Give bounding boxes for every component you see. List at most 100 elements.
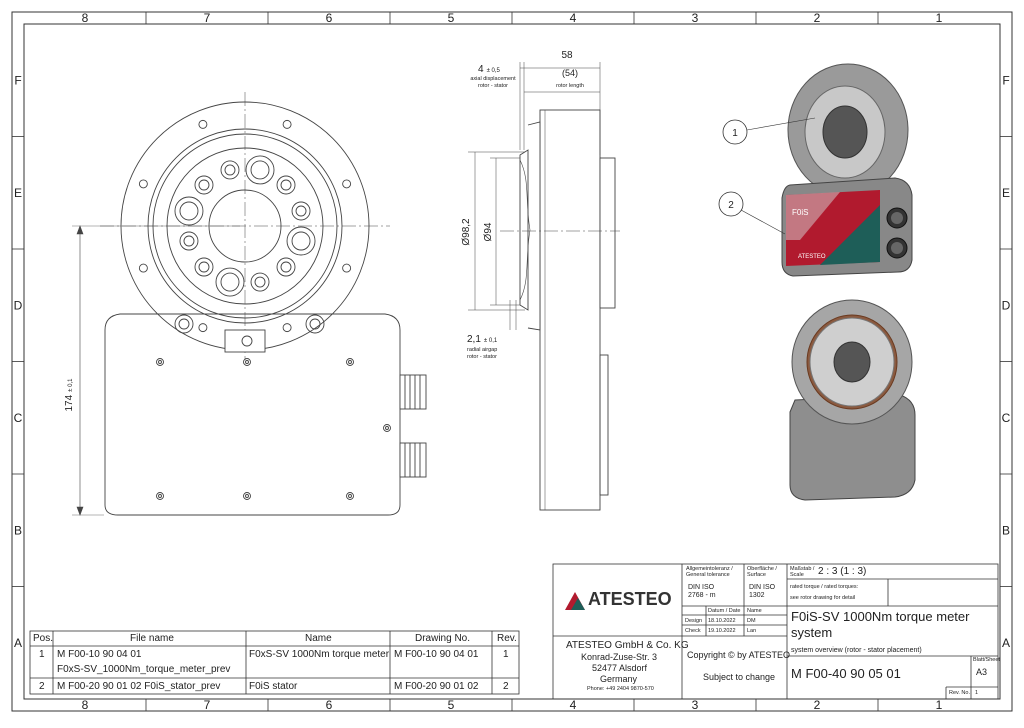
height-dim-label: 174± 0,1 bbox=[64, 378, 75, 412]
gen-tol-val-1: DIN ISO bbox=[688, 584, 715, 591]
zone-letter-right: C bbox=[1002, 411, 1011, 425]
zone-number-bottom: 2 bbox=[814, 698, 821, 712]
gen-tol-val-2: 2768 - m bbox=[688, 592, 716, 599]
zone-number-bottom: 8 bbox=[82, 698, 89, 712]
svg-text:1: 1 bbox=[732, 128, 738, 139]
note-1: rated torque / rated torques: bbox=[790, 584, 859, 590]
zone-letter-left: D bbox=[14, 298, 23, 312]
surface-label-2: Surface bbox=[747, 572, 766, 578]
gen-tol-label-2: General tolerance bbox=[686, 572, 730, 578]
atesteo-logo-mark bbox=[565, 592, 585, 610]
height-dimension bbox=[72, 225, 240, 516]
zone-letter-left: B bbox=[14, 523, 22, 537]
check-label: Check bbox=[685, 628, 701, 634]
zone-letter-right: F bbox=[1002, 73, 1009, 87]
zone-letter-right: B bbox=[1002, 523, 1010, 537]
zone-number-top: 1 bbox=[936, 11, 943, 25]
zone-number-bottom: 5 bbox=[448, 698, 455, 712]
zone-letter-left: A bbox=[14, 636, 22, 650]
check-date: 19.10.2022 bbox=[708, 628, 736, 634]
bom-row2-name: F0iS stator bbox=[249, 681, 298, 692]
connector-bottom bbox=[399, 442, 427, 478]
subject-to-change: Subject to change bbox=[703, 672, 776, 682]
zone-number-top: 2 bbox=[814, 11, 821, 25]
copyright-text: Copyright © by ATESTEO bbox=[687, 650, 790, 660]
zone-number-top: 3 bbox=[692, 11, 699, 25]
zone-number-top: 4 bbox=[570, 11, 577, 25]
gen-tol-label-1: Allgemeintoleranz / bbox=[686, 566, 733, 572]
drawing-subtitle: system overview (rotor - stator placemen… bbox=[791, 647, 922, 654]
bom-header-file: File name bbox=[130, 633, 174, 644]
zone-number-bottom: 1 bbox=[936, 698, 943, 712]
company-city: 52477 Alsdorf bbox=[592, 663, 648, 673]
company-name: ATESTEO GmbH & Co. KG bbox=[566, 640, 689, 651]
rev-value: 1 bbox=[975, 690, 979, 696]
bom-row1-file1: M F00-10 90 04 01 bbox=[57, 649, 142, 660]
iso-view-top: F0iS ATESTEO bbox=[781, 63, 913, 277]
axial-label-2: rotor - stator bbox=[478, 83, 508, 89]
bom-row2-rev: 2 bbox=[503, 681, 509, 692]
bom-header-drawing: Drawing No. bbox=[415, 633, 471, 644]
callout-1: 1 bbox=[722, 117, 816, 145]
zone-letter-right: E bbox=[1002, 186, 1010, 200]
radial-dim: 2,1± 0,1 bbox=[467, 334, 498, 345]
design-label: Design bbox=[685, 618, 703, 624]
rev-label: Rev. No. bbox=[949, 690, 970, 696]
design-date: 18.10.2022 bbox=[708, 618, 736, 624]
axial-dim: 4± 0,5 bbox=[478, 64, 501, 75]
zone-number-top: 8 bbox=[82, 11, 89, 25]
zone-number-bottom: 4 bbox=[570, 698, 577, 712]
bom-header-name: Name bbox=[305, 633, 332, 644]
bom-row1-drawing: M F00-10 90 04 01 bbox=[394, 649, 479, 660]
note-2: see rotor drawing for detail bbox=[790, 595, 856, 601]
surface-val-2: 1302 bbox=[749, 592, 765, 599]
scale-label-1: Maßstab / bbox=[790, 566, 815, 572]
surface-val-1: DIN ISO bbox=[749, 584, 776, 591]
bom-header-rev: Rev. bbox=[497, 633, 517, 644]
bom-row1-rev: 1 bbox=[503, 649, 509, 660]
diameter-98-label: Ø98,2 bbox=[461, 218, 472, 246]
zone-number-top: 6 bbox=[326, 11, 333, 25]
sheet-size: A3 bbox=[976, 667, 988, 677]
bom-row2-pos: 2 bbox=[39, 681, 45, 692]
design-name: DM bbox=[747, 618, 756, 624]
svg-text:2: 2 bbox=[728, 200, 734, 211]
zone-letter-left: C bbox=[14, 411, 23, 425]
drawing-number: M F00-40 90 05 01 bbox=[791, 666, 901, 681]
zone-letter-right: A bbox=[1002, 636, 1010, 650]
bom-header-pos: Pos. bbox=[33, 633, 54, 644]
drawing-title-line-2: system bbox=[791, 625, 833, 640]
company-phone: Phone: +49 2404 9870-570 bbox=[587, 686, 654, 692]
radial-label-2: rotor - stator bbox=[467, 354, 497, 360]
zone-number-top: 7 bbox=[204, 11, 211, 25]
bom-row2-drawing: M F00-20 90 01 02 bbox=[394, 681, 479, 692]
company-street: Konrad-Zuse-Str. 3 bbox=[581, 652, 658, 662]
company-country: Germany bbox=[600, 674, 638, 684]
zone-number-top: 5 bbox=[448, 11, 455, 25]
diameter-94-label: Ø94 bbox=[483, 222, 494, 241]
bom-row1-name: F0xS-SV 1000Nm torque meter bbox=[249, 649, 390, 660]
check-name: Lan bbox=[747, 628, 757, 634]
device-model-text: F0iS bbox=[792, 208, 808, 217]
side-view bbox=[500, 109, 620, 511]
zone-letter-left: E bbox=[14, 186, 22, 200]
axial-label-1: axial displacement bbox=[470, 76, 516, 82]
scale-label-2: Scale bbox=[790, 572, 804, 578]
bom-row1-pos: 1 bbox=[39, 649, 45, 660]
zone-letter-left: F bbox=[14, 73, 21, 87]
zone-number-bottom: 7 bbox=[204, 698, 211, 712]
atesteo-logo-text: ATESTEO bbox=[588, 589, 672, 609]
radial-label-1: radial airgap bbox=[467, 347, 497, 353]
stator-housing bbox=[104, 313, 401, 516]
name-header: Name bbox=[747, 608, 762, 614]
surface-label-1: Oberfläche / bbox=[747, 566, 777, 572]
device-brand-text: ATESTEO bbox=[798, 254, 826, 260]
rotor-length-label: rotor length bbox=[556, 83, 584, 89]
side-dimensions bbox=[468, 62, 601, 330]
drawing-title-line-1: F0iS-SV 1000Nm torque meter bbox=[791, 609, 970, 624]
callout-2: 2 bbox=[718, 191, 786, 235]
rotor-length-dim: 58 bbox=[561, 50, 573, 61]
